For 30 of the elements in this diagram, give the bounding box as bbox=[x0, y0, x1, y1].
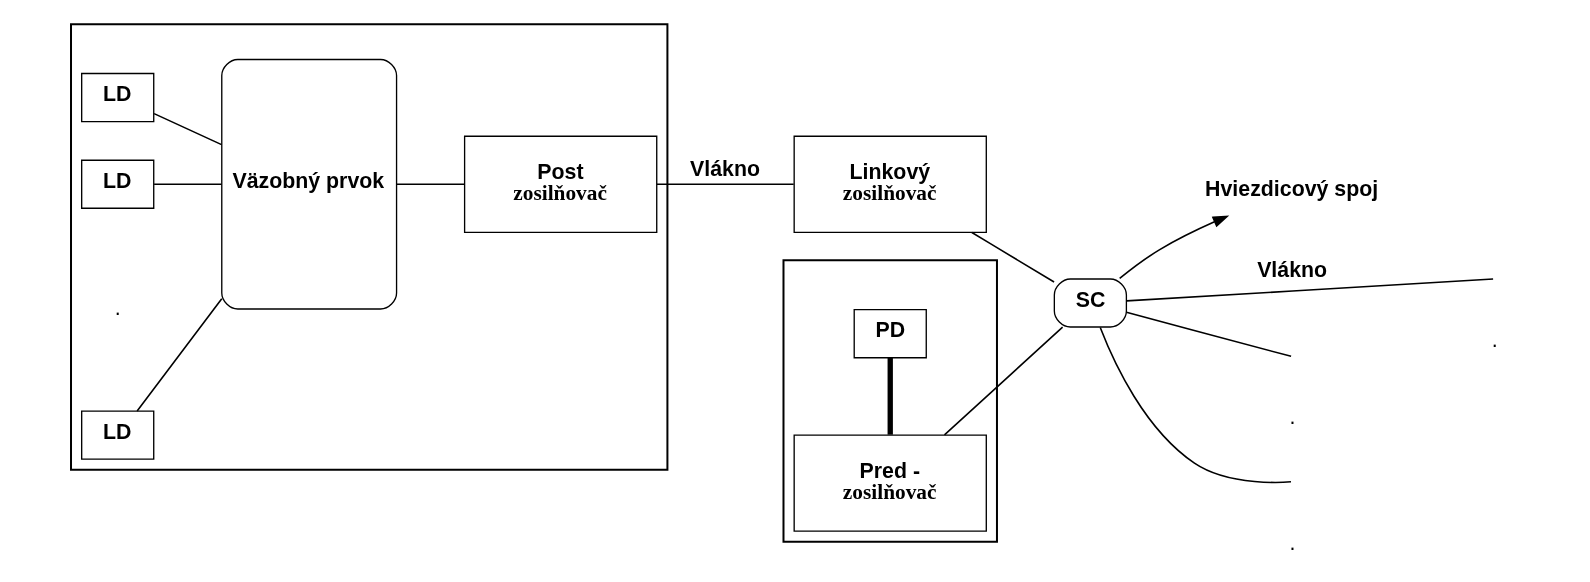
connector bbox=[1125, 311, 1292, 358]
label: . bbox=[1289, 530, 1295, 555]
node-box: Post zosilňovač bbox=[463, 135, 657, 233]
label: . bbox=[1289, 405, 1295, 430]
connector bbox=[943, 326, 1063, 436]
connector bbox=[1098, 326, 1292, 484]
node-box: SC bbox=[1053, 278, 1127, 328]
label: . bbox=[1491, 327, 1498, 352]
connector bbox=[887, 357, 893, 435]
cluster bbox=[69, 23, 668, 471]
node-box: LD bbox=[80, 410, 154, 460]
edge-label: Vlákno bbox=[1256, 258, 1327, 283]
edge-label: Vlákno bbox=[689, 156, 760, 181]
node-box: Pred - zosilňovač bbox=[793, 434, 987, 532]
connector bbox=[395, 183, 465, 186]
node-box: LD bbox=[80, 159, 154, 209]
label: . bbox=[114, 295, 121, 320]
connector bbox=[135, 297, 223, 412]
connector bbox=[655, 183, 794, 186]
node-text: Hviezdicový spoj bbox=[1204, 177, 1378, 201]
node-box: LD bbox=[80, 72, 154, 123]
connector bbox=[152, 112, 222, 146]
node-box: PD bbox=[853, 309, 927, 359]
connector bbox=[1125, 278, 1494, 302]
connector bbox=[152, 183, 222, 186]
arrow bbox=[1118, 215, 1229, 280]
node-box: Väzobný prvok bbox=[220, 58, 397, 310]
connector bbox=[970, 231, 1055, 283]
cluster bbox=[782, 259, 998, 543]
node-box: Linkový zosilňovač bbox=[793, 135, 987, 233]
